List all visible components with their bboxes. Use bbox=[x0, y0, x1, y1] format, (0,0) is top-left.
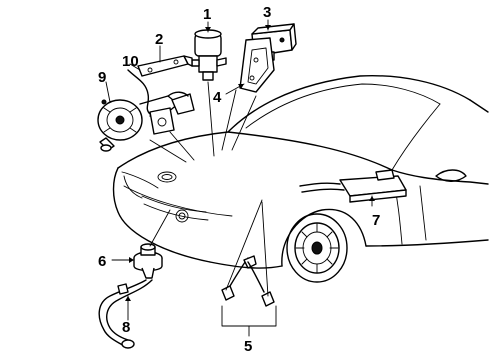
mounting-bracket-part bbox=[137, 55, 193, 77]
leader-lines bbox=[105, 19, 373, 337]
module-bracket-part bbox=[239, 37, 275, 93]
solenoid-valve-part bbox=[191, 29, 227, 81]
vapor-canister-part bbox=[299, 169, 407, 203]
callout-8: 8 bbox=[122, 319, 130, 336]
egr-tube-part bbox=[98, 279, 153, 349]
callout-3: 3 bbox=[263, 4, 271, 21]
callout-7: 7 bbox=[372, 212, 380, 229]
callout-6: 6 bbox=[98, 253, 106, 270]
air-pump-part bbox=[97, 99, 143, 152]
air-hose-assembly-part bbox=[127, 69, 195, 135]
egr-valve-part bbox=[133, 243, 163, 279]
car-body bbox=[112, 75, 489, 283]
callout-5: 5 bbox=[244, 338, 252, 355]
callout-labels: 1 2 3 4 5 6 7 8 9 10 bbox=[98, 4, 380, 355]
callout-9: 9 bbox=[98, 69, 106, 86]
arrowheads bbox=[125, 25, 375, 301]
oxygen-sensor-part bbox=[221, 255, 275, 307]
callout-10: 10 bbox=[122, 53, 139, 70]
callout-1: 1 bbox=[203, 6, 211, 23]
callout-2: 2 bbox=[155, 31, 163, 48]
callout-4: 4 bbox=[213, 89, 222, 106]
